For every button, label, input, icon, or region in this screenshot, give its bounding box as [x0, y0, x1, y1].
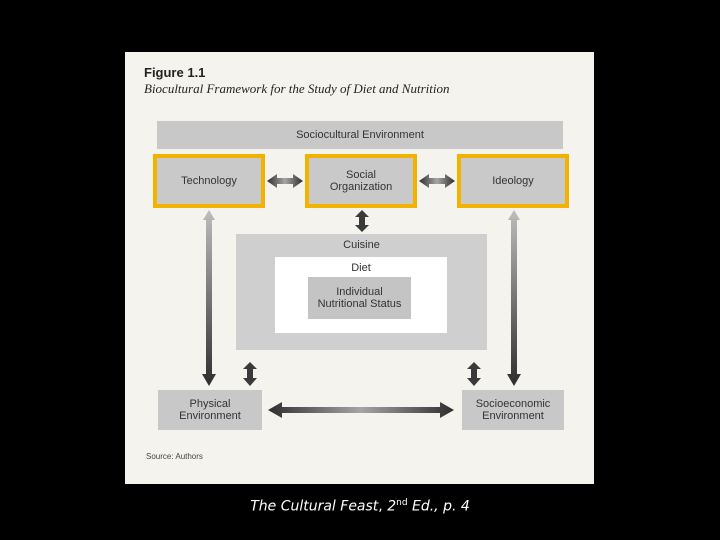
caption-edition-rest: Ed., p. 4	[407, 498, 470, 515]
figure-label: Figure 1.1	[144, 65, 206, 80]
caption-edition-sup: nd	[396, 498, 408, 508]
node-physical-label: Physical Environment	[179, 398, 241, 422]
arrow-social-ideology	[419, 174, 455, 188]
arrow-cuisine-physical	[243, 362, 257, 386]
arrow-social-cuisine	[355, 210, 369, 232]
arrow-ideology-socioeconomic	[507, 210, 521, 386]
node-sociocultural-label: Sociocultural Environment	[296, 129, 424, 141]
node-socioeconomic-label: Socioeconomic Environment	[475, 398, 551, 422]
node-ideology: Ideology	[457, 154, 569, 208]
arrow-tech-physical	[202, 210, 216, 386]
node-physical-environment: Physical Environment	[158, 390, 262, 430]
node-ideology-label: Ideology	[492, 175, 534, 187]
slide-caption: The Cultural Feast, 2nd Ed., p. 4	[0, 498, 720, 515]
caption-title: The Cultural Feast	[250, 498, 379, 515]
figure-source: Source: Authors	[146, 452, 203, 461]
arrow-cuisine-socioeconomic	[467, 362, 481, 386]
caption-edition-num: 2	[387, 498, 397, 515]
node-cuisine-label: Cuisine	[343, 239, 380, 251]
caption-sep: ,	[378, 498, 388, 515]
node-technology-label: Technology	[181, 175, 237, 187]
arrow-tech-social	[267, 174, 303, 188]
figure-title: Biocultural Framework for the Study of D…	[144, 81, 450, 96]
node-individual-label: Individual Nutritional Status	[317, 286, 402, 310]
node-technology: Technology	[153, 154, 265, 208]
node-social-org-label: Social Organization	[329, 169, 393, 193]
node-social-organization: Social Organization	[305, 154, 417, 208]
node-diet-label: Diet	[351, 262, 371, 274]
node-socioeconomic-environment: Socioeconomic Environment	[462, 390, 564, 430]
node-individual-nutritional-status: Individual Nutritional Status	[308, 277, 411, 319]
node-sociocultural-environment: Sociocultural Environment	[157, 121, 563, 149]
arrow-physical-socioeconomic	[268, 402, 454, 418]
